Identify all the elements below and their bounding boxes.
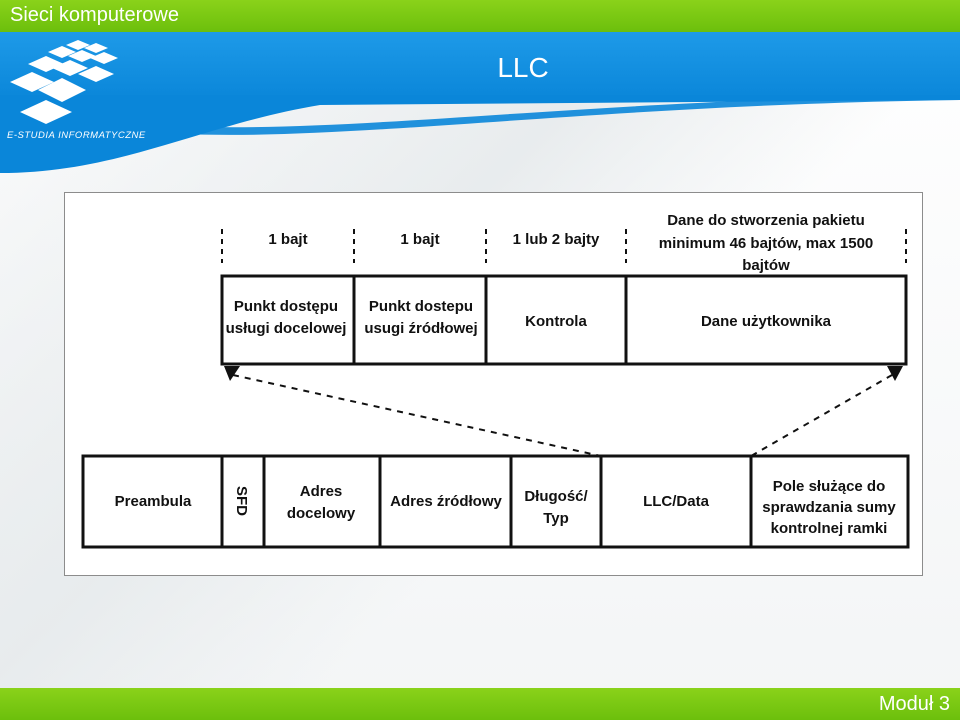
bottom-bar: Moduł 3 — [0, 688, 960, 720]
eth-field-src: Adres źródłowy — [390, 493, 502, 510]
diagram-frame: 1 bajt 1 bajt 1 lub 2 bajty Dane do stwo… — [64, 192, 923, 576]
logo-icon — [10, 40, 118, 124]
size-labels: 1 bajt 1 bajt 1 lub 2 bajty Dane do stwo… — [268, 212, 873, 274]
course-title: Sieci komputerowe — [10, 4, 179, 26]
size-label-3-line-1: minimum 46 bajtów, max 1500 — [659, 235, 874, 252]
eth-field-length-line-0: Długość/ — [524, 488, 588, 505]
llc-frame-outline — [220, 274, 908, 366]
arrowhead-left — [224, 366, 240, 381]
eth-field-fcs-line-0: Pole służące do — [773, 478, 886, 495]
llc-field-user-data: Dane użytkownika — [701, 313, 832, 330]
llc-field-ssap-line-0: Punkt dostepu — [369, 298, 473, 315]
dashed-line-right — [750, 374, 893, 457]
eth-field-fcs-line-2: kontrolnej ramki — [771, 520, 888, 537]
top-bar: Sieci komputerowe — [0, 0, 960, 32]
eth-field-length-line-1: Typ — [543, 510, 569, 527]
ethernet-frame: Preambula SFD Adres docelowy Adres źródł… — [81, 454, 910, 549]
expansion-arrows — [224, 366, 903, 457]
size-label-3-line-0: Dane do stworzenia pakietu — [667, 212, 865, 229]
eth-field-llc-data: LLC/Data — [643, 493, 709, 510]
size-label-3-line-2: bajtów — [742, 257, 790, 274]
llc-field-control: Kontrola — [525, 313, 587, 330]
size-label-1: 1 bajt — [400, 231, 439, 248]
arrowhead-right — [887, 366, 903, 381]
size-label-2: 1 lub 2 bajty — [513, 231, 600, 248]
size-label-0: 1 bajt — [268, 231, 307, 248]
eth-field-dest-line-0: Adres — [300, 483, 343, 500]
eth-field-fcs-line-1: sprawdzania sumy — [762, 499, 896, 516]
llc-frame: Punkt dostępu usługi docelowej Punkt dos… — [220, 274, 908, 366]
llc-field-ssap-line-1: usugi źródłowej — [364, 320, 477, 337]
llc-field-dsap-line-0: Punkt dostępu — [234, 298, 338, 315]
eth-field-dest-line-1: docelowy — [287, 505, 356, 522]
eth-field-sfd: SFD — [233, 486, 250, 516]
dashed-line-left — [232, 374, 602, 457]
slide-title: LLC — [497, 52, 549, 83]
header-curve — [0, 95, 960, 173]
logo-text: E-STUDIA INFORMATYCZNE — [7, 130, 146, 141]
eth-field-preamble: Preambula — [115, 493, 192, 510]
llc-field-dsap-line-1: usługi docelowej — [226, 320, 347, 337]
header-band — [0, 32, 960, 100]
frame-diagram: 1 bajt 1 bajt 1 lub 2 bajty Dane do stwo… — [81, 212, 910, 549]
module-label: Moduł 3 — [878, 693, 950, 715]
